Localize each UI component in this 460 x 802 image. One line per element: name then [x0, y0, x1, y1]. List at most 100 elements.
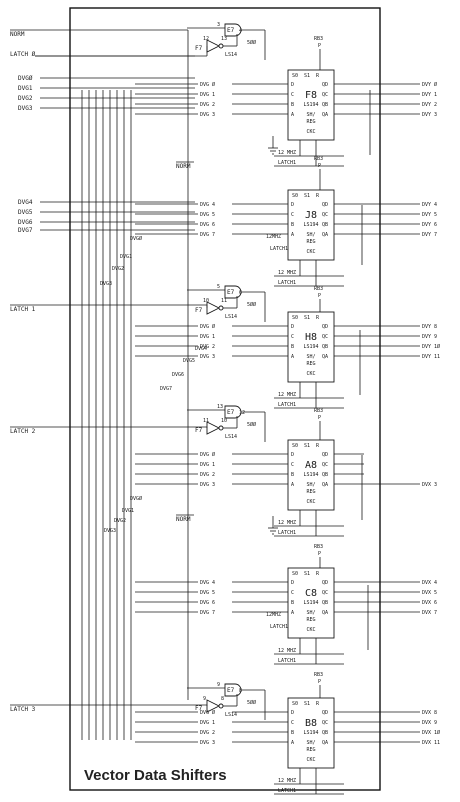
- gate-e7-label-1: E7: [227, 289, 235, 296]
- chip-input-4-1: DVG 5: [200, 590, 215, 596]
- chip-top-pin-1-1: S1: [304, 193, 310, 199]
- chip-top-pin-5-1: S1: [304, 701, 310, 707]
- dvg-bus-labels: DVGØDVG1DVG2DVG3DVG4DVG5DVG6DVG7DVGØDVG1…: [100, 235, 207, 534]
- chip-part-1: LS194: [303, 222, 318, 228]
- chip-reg-2: REG: [306, 361, 315, 367]
- chip-out-pin-3-2: QB: [322, 472, 328, 478]
- chip-out-pin-1-0: QD: [322, 202, 328, 208]
- chip-input-5-0: DVG Ø: [200, 709, 215, 716]
- chip-clock-5: CKC: [306, 757, 315, 763]
- bus-label-low-2: DVG2: [114, 518, 126, 524]
- chip-top-pin-3-0: S0: [292, 443, 298, 449]
- pullup-label-3: RB3: [314, 408, 323, 414]
- bus-label-4: DVG4: [195, 346, 207, 352]
- gate-pin-a-1: 5: [217, 284, 220, 290]
- chip-out-pin-0-1: QC: [322, 92, 328, 98]
- chip-top-pin-5-2: R: [316, 701, 320, 707]
- chip-shift-4: SH/: [306, 610, 315, 616]
- gate-e7-label-2: E7: [227, 409, 235, 416]
- chip-body-4: [287, 567, 335, 639]
- page-title: Vector Data Shifters: [84, 767, 227, 784]
- chip-in-pin-4-2: B: [291, 600, 294, 606]
- gate-pin-a-0: 3: [217, 22, 220, 28]
- chip-out-pin-0-0: QD: [322, 82, 328, 88]
- chip-input-4-3: DVG 7: [200, 610, 215, 616]
- chip-input-0-0: DVG Ø: [200, 81, 215, 88]
- clock-label-0: 12 MHZ: [278, 150, 296, 156]
- latch-bus-label-5: LATCH1: [278, 788, 296, 794]
- gate-pin-d-2: 10: [221, 418, 227, 424]
- chip-input-0-1: DVG 1: [200, 92, 215, 98]
- bus-label-7: DVG7: [160, 386, 172, 392]
- chip-input-0-2: DVG 2: [200, 102, 215, 108]
- chip-in-pin-5-0: D: [291, 710, 294, 716]
- clock-label-3: 12 MHZ: [278, 520, 296, 526]
- chip-shift-3: SH/: [306, 482, 315, 488]
- chip-output-3-3: DVX 3: [422, 482, 437, 488]
- chip-in-pin-0-1: C: [291, 92, 294, 98]
- chip-input-2-0: DVG Ø: [200, 323, 215, 330]
- chip-output-1-0: DVY 4: [422, 202, 437, 208]
- chip-in-pin-2-1: C: [291, 334, 294, 340]
- inverter-label-0: F7: [195, 45, 203, 52]
- chip-top-pin-1-0: S0: [292, 193, 298, 199]
- chip-out-pin-4-2: QB: [322, 600, 328, 606]
- chip-latch-label-1: LATCH1: [270, 246, 288, 252]
- chip-in-pin-3-0: D: [291, 452, 294, 458]
- chip-output-5-1: DVX 9: [422, 720, 437, 726]
- chip-top-pin-2-1: S1: [304, 315, 310, 321]
- chip-shift-5: SH/: [306, 740, 315, 746]
- chip-output-5-2: DVX 1Ø: [422, 729, 440, 736]
- chip-part-4: LS194: [303, 600, 318, 606]
- chip-top-pin-5-0: S0: [292, 701, 298, 707]
- chip-input-0-3: DVG 3: [200, 112, 215, 118]
- left-input-1-2: DVG6: [18, 219, 33, 226]
- pullup-sub-0: P: [318, 43, 321, 49]
- signal-labels: NORM LATCH Ø LATCH 1 LATCH 2 LATCH 3 NOR…: [10, 29, 194, 713]
- chip-output-1-3: DVY 7: [422, 232, 437, 238]
- left-input-0-0: DVGØ: [18, 75, 33, 82]
- chip-top-pin-2-2: R: [316, 315, 320, 321]
- chip-out-pin-0-3: QA: [322, 112, 328, 118]
- gate-pin-c-0: 12: [203, 36, 209, 42]
- clock-label-2: 12 MHZ: [278, 392, 296, 398]
- chip-clk-alt-1: 12MHZ: [266, 234, 281, 240]
- chip-name-0: F8: [305, 90, 317, 101]
- gate-e7-label-3: E7: [227, 687, 235, 694]
- clock-label-4: 12 MHZ: [278, 648, 296, 654]
- latch-bus-label-3: LATCH1: [278, 530, 296, 536]
- chip-output-4-1: DVX 5: [422, 590, 437, 596]
- bus-label-3: DVG3: [100, 281, 112, 287]
- latch-bus-label-4: LATCH1: [278, 658, 296, 664]
- chip-input-5-2: DVG 2: [200, 730, 215, 736]
- chip-output-5-3: DVX 11: [422, 740, 440, 746]
- chip-in-pin-3-1: C: [291, 462, 294, 468]
- chip-top-pin-4-2: R: [316, 571, 320, 577]
- latch3-label: LATCH 3: [10, 706, 36, 713]
- chip-body-0: [287, 69, 335, 141]
- gate-e7-2: [224, 405, 242, 419]
- chip-body-1: [287, 189, 335, 261]
- inverter-part-2: LS14: [225, 434, 237, 440]
- chip-input-1-2: DVG 6: [200, 222, 215, 228]
- resistor-label-1: 5ØØ: [247, 301, 256, 308]
- pullup-sub-2: P: [318, 293, 321, 299]
- norm-bus-label-2: NORM: [176, 516, 191, 523]
- chip-in-pin-3-3: A: [291, 482, 294, 488]
- chip-input-4-0: DVG 4: [200, 580, 215, 586]
- gate-pin-d-1: 11: [221, 298, 227, 304]
- gate-pin-a-2: 13: [217, 404, 223, 410]
- chip-out-pin-4-1: QC: [322, 590, 328, 596]
- chip-output-4-3: DVX 7: [422, 610, 437, 616]
- chip-input-1-3: DVG 7: [200, 232, 215, 238]
- latch0-label: LATCH Ø: [10, 51, 36, 58]
- pullup-label-2: RB3: [314, 286, 323, 292]
- left-input-1-3: DVG7: [18, 227, 33, 234]
